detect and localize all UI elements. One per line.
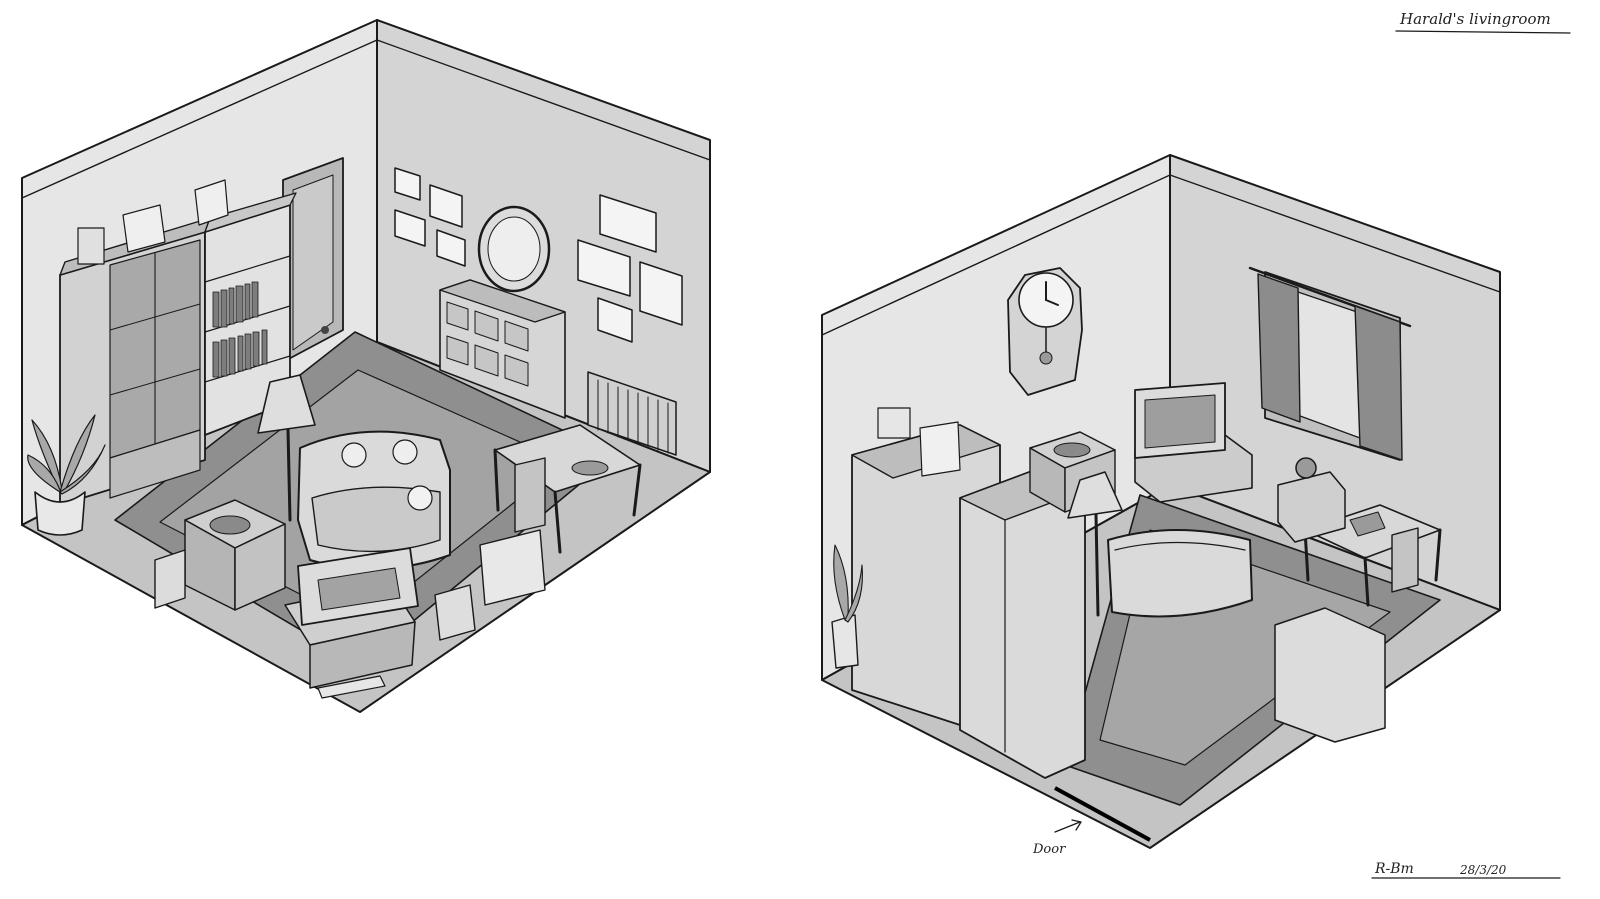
left-room-dresser: [439, 279, 566, 419]
right-room-plant: [831, 544, 863, 669]
right-room-side-cabinets: [1274, 457, 1386, 743]
left-room-tv-stand: [284, 547, 419, 689]
left-room-wall-frames: [394, 167, 683, 343]
left-room-power-strip: [317, 675, 386, 699]
right-room-window: [1248, 266, 1412, 461]
left-room-small-cabinets: [154, 529, 546, 641]
left-room-radiator: [587, 371, 677, 456]
right-room-wall-clock: [1007, 267, 1083, 396]
right-room-sofa: [1107, 529, 1253, 618]
left-room-sofa: [297, 430, 451, 570]
right-room-tv-unit: [1134, 382, 1253, 503]
left-room-door: [282, 157, 344, 363]
right-room-desk: [1303, 504, 1442, 607]
left-room-glass-cabinet: [59, 204, 211, 506]
door-annotation: Door: [1032, 819, 1082, 857]
left-room-plant: [27, 414, 106, 536]
sheet-title: Harald's livingroom: [1399, 10, 1551, 28]
left-room-bookshelf: [194, 179, 297, 436]
right-room-door-marker: [1054, 786, 1151, 842]
left-room-record-player: [184, 499, 286, 611]
left-room-floor-lamp: [257, 374, 316, 522]
signature-block: R-Bm 28/3/20: [1371, 861, 1561, 879]
room-view-left: [21, 19, 711, 713]
room-view-right: [821, 154, 1501, 849]
signature: R-Bm: [1374, 861, 1414, 877]
right-room-floor-lamp: [1067, 471, 1123, 617]
left-room-desk: [493, 424, 642, 554]
sketch-date: 28/3/20: [1459, 863, 1507, 877]
door-label: Door: [1032, 842, 1066, 857]
sheet-title-block: Harald's livingroom: [1395, 10, 1571, 34]
